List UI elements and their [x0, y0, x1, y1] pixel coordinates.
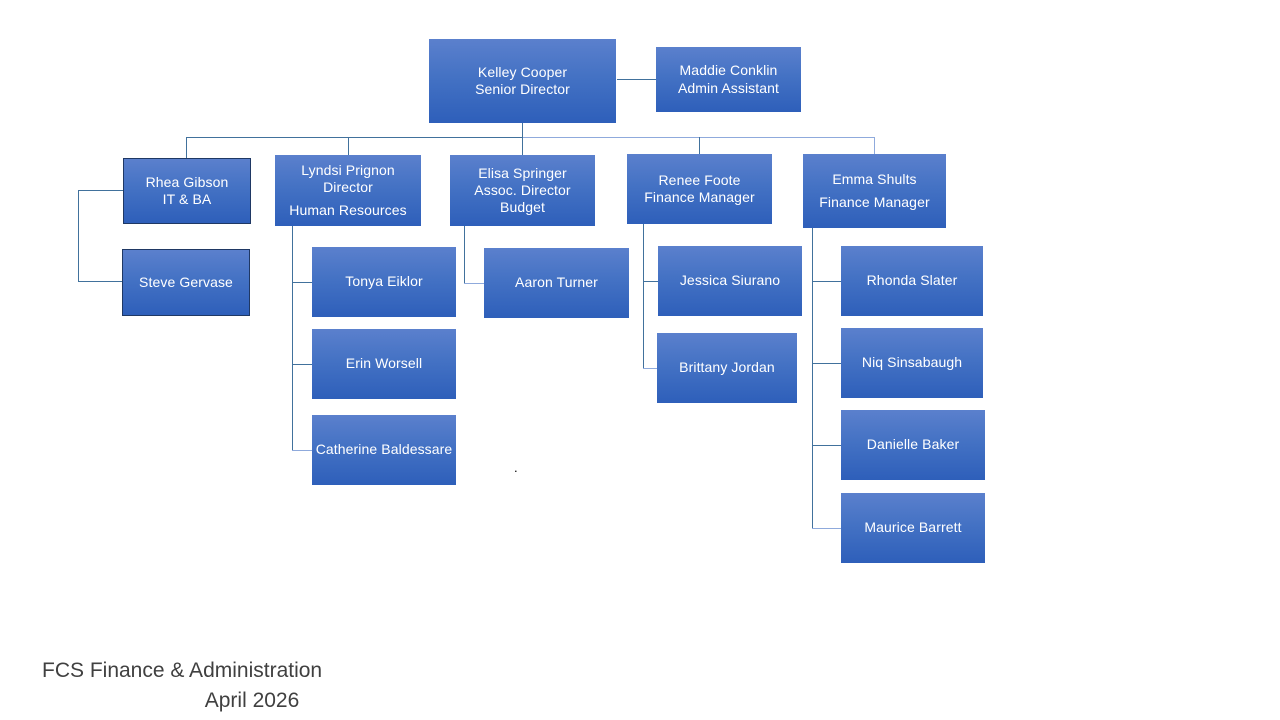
org-node-tonya-eiklor[interactable]: Tonya Eiklor [312, 247, 456, 317]
org-node-niq-sinsabaugh[interactable]: Niq Sinsabaugh [841, 328, 983, 398]
node-line: Catherine Baldessare [315, 441, 453, 458]
node-line: Rhea Gibson [145, 173, 229, 190]
node-line: Jessica Siurano [679, 272, 781, 289]
connector-drop-rhea [186, 137, 187, 158]
connector-drop-renee [699, 137, 700, 154]
node-line: Steve Gervase [139, 273, 233, 290]
connector-steve-branch [78, 281, 123, 282]
connector-emma-to-maurice [812, 528, 841, 529]
connector-elisa-stem [464, 226, 465, 283]
node-line: Kelley Cooper [477, 63, 568, 80]
caption-line-1: FCS Finance & Administration [42, 659, 323, 682]
node-line: Renee Foote [658, 171, 741, 188]
connector-emma-stem [812, 228, 813, 528]
org-node-catherine-baldessare[interactable]: Catherine Baldessare [312, 415, 456, 485]
node-line: Lyndsi Prignon [301, 162, 395, 179]
connector-renee-stem [643, 224, 644, 368]
connector-drop-elisa [522, 137, 523, 155]
caption-line-2: April 2026 [204, 688, 300, 712]
org-node-rhea-gibson[interactable]: Rhea Gibson IT & BA [123, 158, 251, 224]
org-node-aaron-turner[interactable]: Aaron Turner [484, 248, 629, 318]
connector-rhea-branch-stem [78, 190, 79, 281]
connector-lyndsi-stem [292, 226, 293, 450]
node-line: Maddie Conklin [679, 62, 778, 79]
node-line: Emma Shults [832, 171, 917, 188]
node-line: Aaron Turner [515, 274, 598, 291]
connector-drop-emma [874, 137, 875, 154]
node-line: Elisa Springer [478, 164, 567, 181]
connector-renee-to-jessica [643, 281, 658, 282]
connector-emma-to-danielle [812, 445, 841, 446]
org-node-lyndsi-prignon[interactable]: Lyndsi Prignon Director Human Resources [275, 155, 421, 226]
chart-caption: FCS Finance & Administration April 2026 [42, 656, 462, 716]
connector-main-bus-right [522, 137, 875, 138]
stray-period-artifact: . [514, 460, 518, 475]
node-line: Niq Sinsabaugh [861, 354, 963, 371]
node-line: Director [323, 179, 373, 196]
connector-renee-to-brittany [643, 368, 658, 369]
node-line: Erin Worsell [345, 355, 423, 372]
connector-main-bus-left [186, 137, 523, 138]
connector-kelley-stem [522, 122, 523, 138]
connector-lyndsi-to-catherine [292, 450, 313, 451]
connector-elisa-to-aaron [464, 283, 484, 284]
node-line: Brittany Jordan [679, 359, 775, 376]
org-node-steve-gervase[interactable]: Steve Gervase [122, 249, 250, 316]
org-node-erin-worsell[interactable]: Erin Worsell [312, 329, 456, 399]
org-node-rhonda-slater[interactable]: Rhonda Slater [841, 246, 983, 316]
org-node-maddie-conklin[interactable]: Maddie Conklin Admin Assistant [656, 47, 801, 112]
org-node-maurice-barrett[interactable]: Maurice Barrett [841, 493, 985, 563]
org-node-kelley-cooper[interactable]: Kelley Cooper Senior Director [429, 39, 616, 123]
connector-lyndsi-to-tonya [292, 282, 313, 283]
node-line: Tonya Eiklor [345, 273, 423, 290]
org-node-renee-foote[interactable]: Renee Foote Finance Manager [627, 154, 772, 224]
connector-lyndsi-to-erin [292, 364, 313, 365]
node-line: Admin Assistant [677, 79, 780, 96]
node-line: Finance Manager [644, 189, 755, 205]
node-line: Budget [500, 199, 545, 216]
org-node-brittany-jordan[interactable]: Brittany Jordan [657, 333, 797, 403]
connector-kelley-to-maddie [617, 79, 657, 80]
org-node-elisa-springer[interactable]: Elisa Springer Assoc. Director Budget [450, 155, 595, 226]
org-node-danielle-baker[interactable]: Danielle Baker [841, 410, 985, 480]
node-line: Danielle Baker [866, 436, 960, 453]
org-node-jessica-siurano[interactable]: Jessica Siurano [658, 246, 802, 316]
connector-drop-lyndsi [348, 137, 349, 155]
connector-rhea-branch-top [78, 190, 123, 191]
node-line: Maurice Barrett [864, 519, 962, 536]
node-line: Assoc. Director [474, 181, 571, 198]
org-node-emma-shults[interactable]: Emma Shults Finance Manager [803, 154, 946, 228]
node-line: IT & BA [162, 191, 212, 207]
node-line: Human Resources [289, 201, 407, 218]
connector-emma-to-niq [812, 363, 841, 364]
node-line: Senior Director [475, 81, 570, 97]
node-line: Finance Manager [819, 193, 930, 210]
connector-emma-to-rhonda [812, 281, 841, 282]
node-line: Rhonda Slater [866, 272, 958, 289]
